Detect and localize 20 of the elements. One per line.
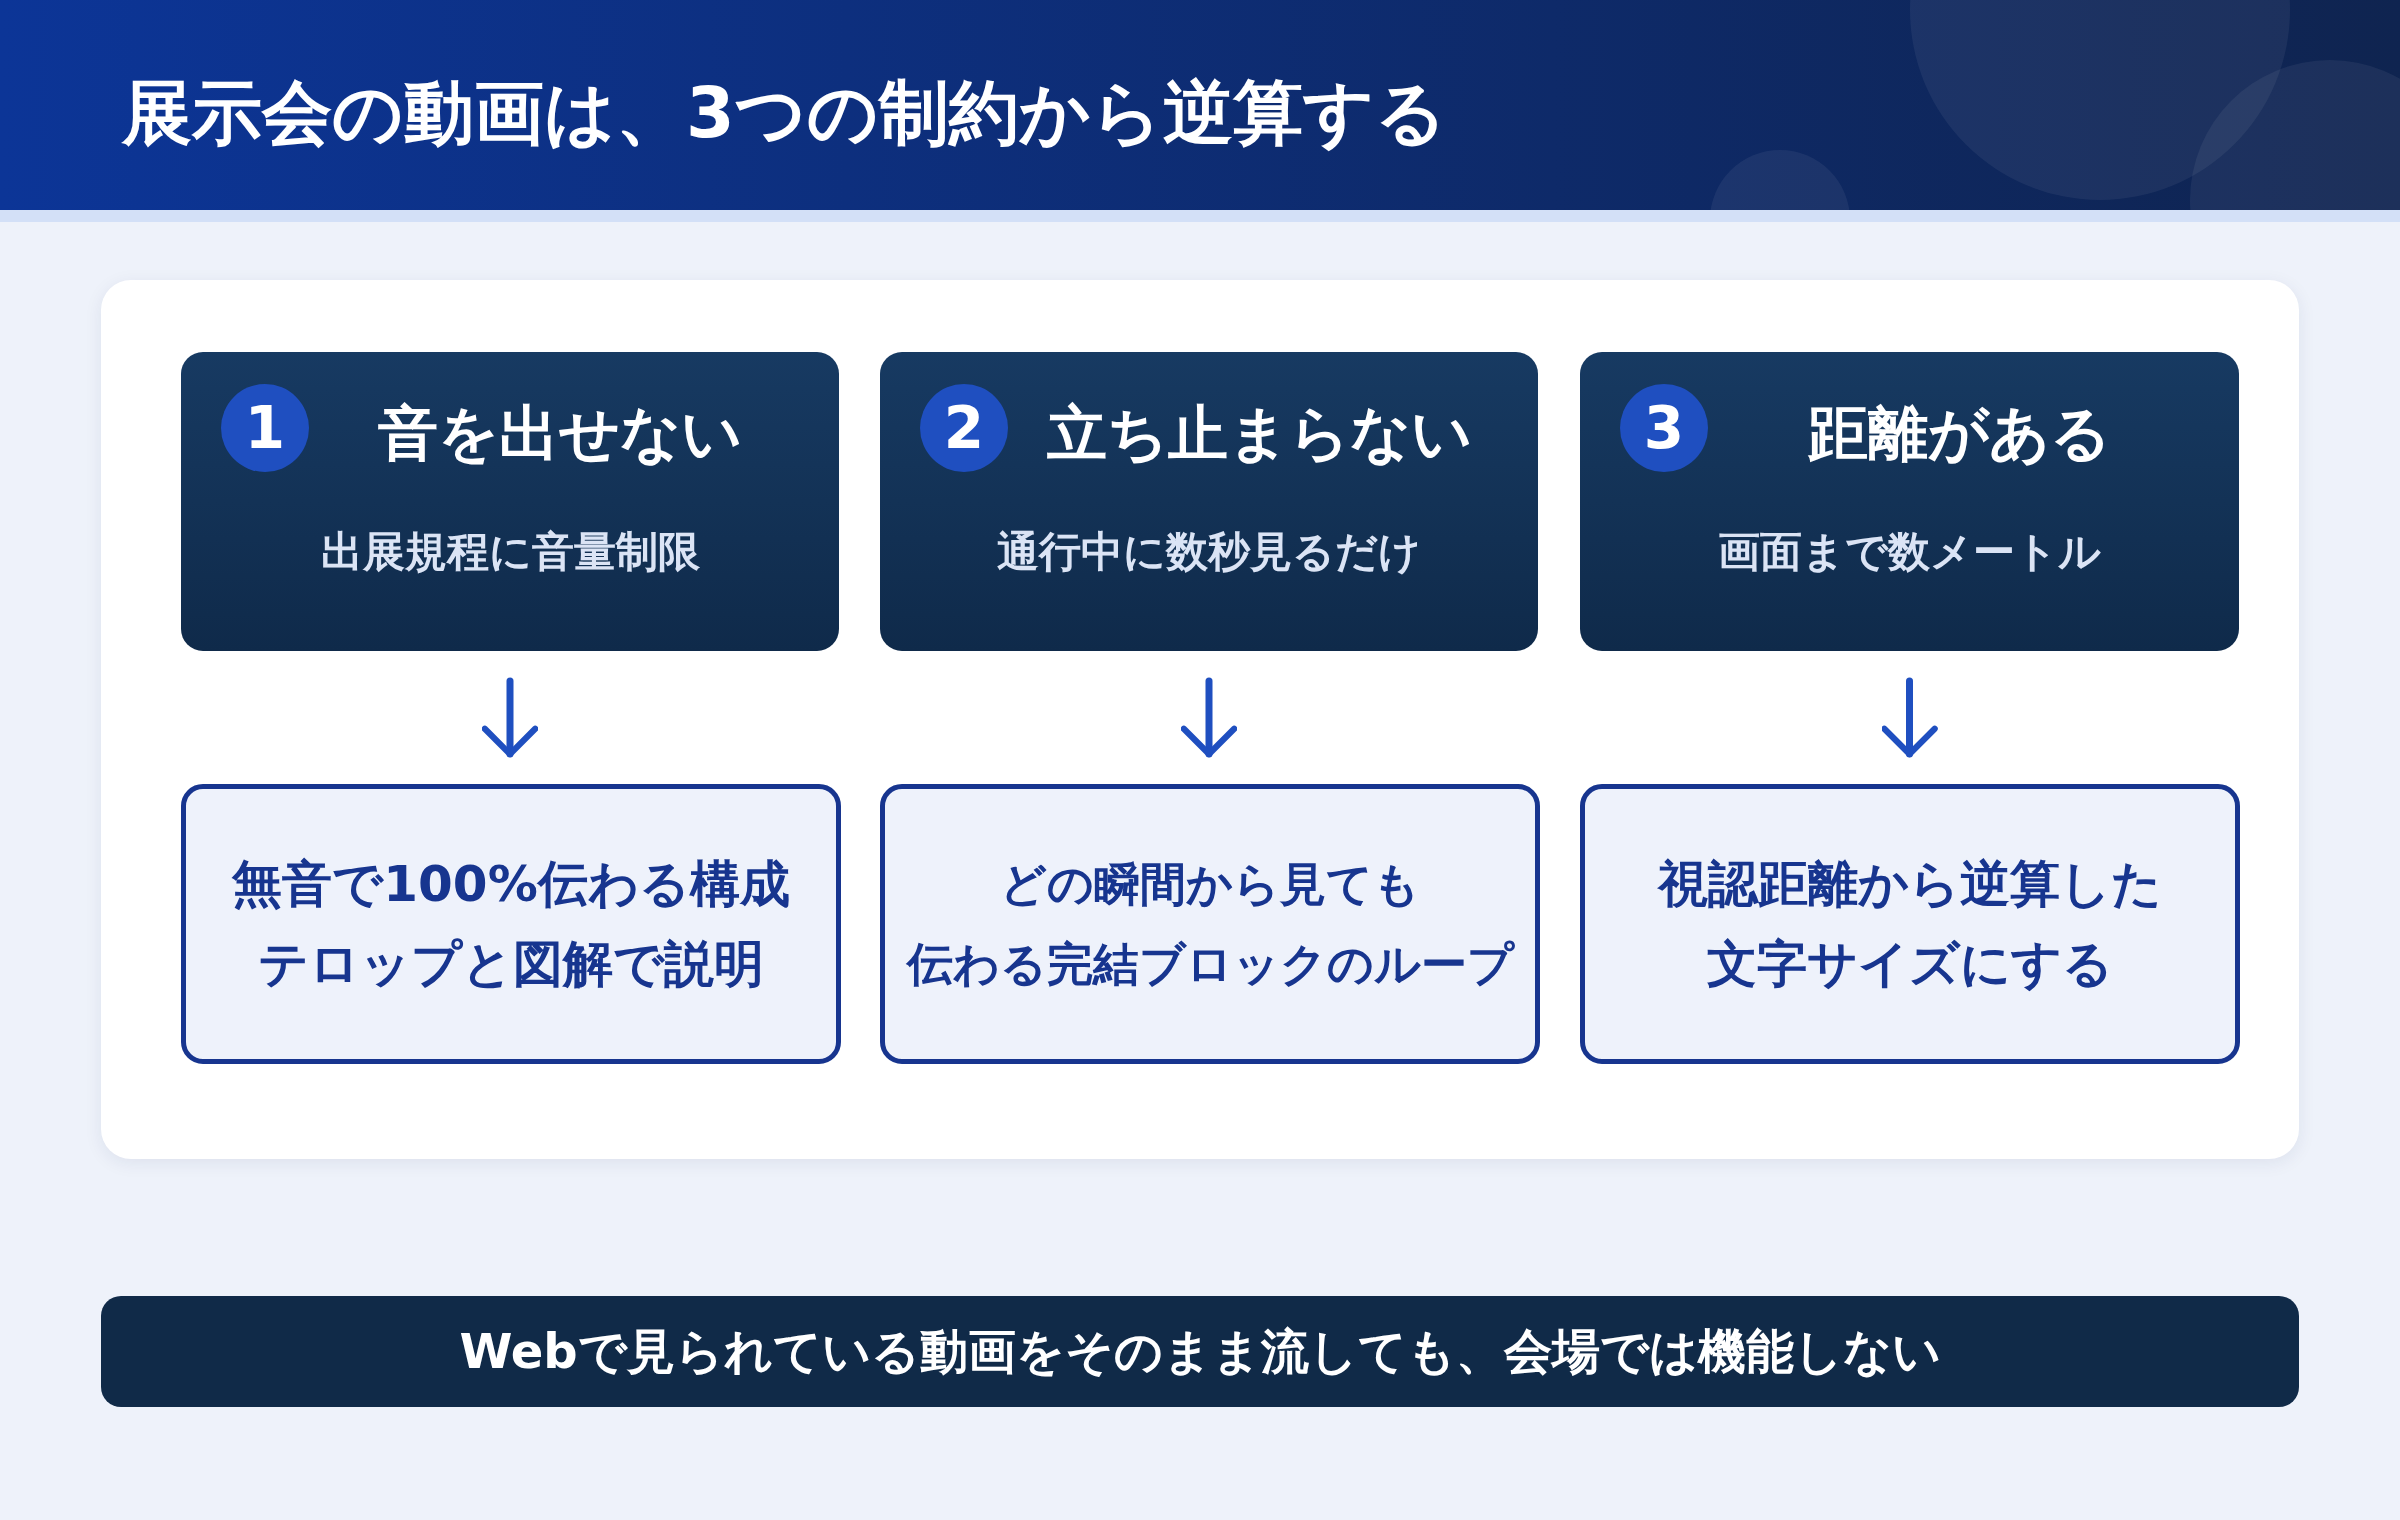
constraint-box — [181, 352, 839, 651]
box-heading: 立ち止まらない — [1045, 397, 1473, 470]
solution-box: どの瞬間から見ても伝わる完結ブロックのループ — [880, 784, 1540, 1064]
number-badge: 3 — [1620, 384, 1708, 472]
box-subtext: 通行中に数秒見るだけ — [996, 526, 1422, 578]
summary-bar: Webで見られている動画をそのまま流しても、会場では機能しない — [101, 1296, 2299, 1407]
solution-box: 無音で100%伝わる構成テロップと図解で説明 — [181, 784, 841, 1064]
arrow — [1180, 677, 1238, 758]
title: 展示会の動画は、3つの制約から逆算する — [122, 71, 1447, 156]
box-heading: 距離がある — [1807, 397, 2112, 470]
box-subtext: 画面まで数メートル — [1717, 526, 2102, 578]
arrow — [481, 677, 539, 758]
number-badge: 1 — [221, 384, 309, 472]
box-heading: 音を出せない — [377, 397, 743, 470]
box-subtext: 出展規程に音量制限 — [319, 526, 701, 578]
solution-box: 視認距離から逆算した文字サイズにする — [1580, 784, 2240, 1064]
arrow — [1881, 677, 1938, 758]
number-badge: 2 — [920, 384, 1008, 472]
constraint-box — [880, 352, 1538, 651]
constraint-box — [1580, 352, 2239, 651]
